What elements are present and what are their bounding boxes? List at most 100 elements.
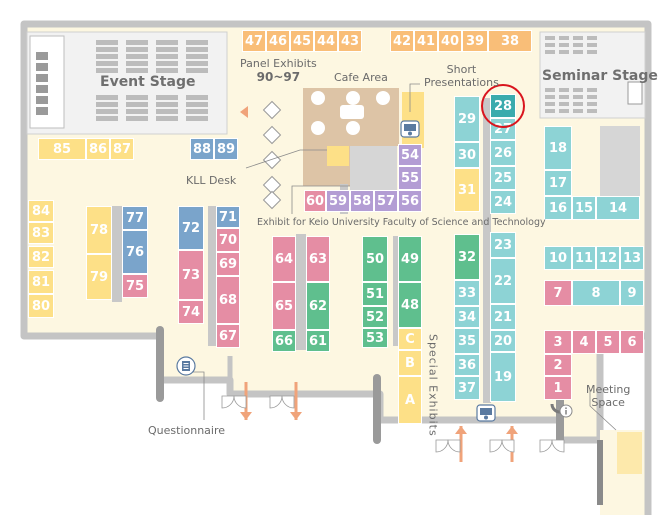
booth-44[interactable]: 44: [314, 30, 338, 52]
aisle-divider: [296, 234, 306, 350]
booth-5[interactable]: 5: [596, 330, 620, 354]
booth-41[interactable]: 41: [414, 30, 438, 52]
booth-12[interactable]: 12: [596, 246, 620, 270]
booth-87[interactable]: 87: [110, 138, 134, 160]
booth-39[interactable]: 39: [462, 30, 488, 52]
aisle-divider: [483, 98, 491, 403]
booth-49[interactable]: 49: [398, 236, 422, 282]
booth-62[interactable]: 62: [306, 282, 330, 330]
booth-76[interactable]: 76: [122, 230, 148, 274]
booth-66[interactable]: 66: [272, 330, 296, 352]
booth-61[interactable]: 61: [306, 330, 330, 352]
booth-17[interactable]: 17: [544, 170, 572, 196]
booth-51[interactable]: 51: [362, 282, 388, 306]
booth-83[interactable]: 83: [28, 222, 54, 244]
booth-21[interactable]: 21: [490, 304, 516, 330]
booth-73[interactable]: 73: [178, 250, 204, 300]
booth-52[interactable]: 52: [362, 306, 388, 328]
booth-81[interactable]: 81: [28, 270, 54, 294]
booth-50[interactable]: 50: [362, 236, 388, 282]
booth-6[interactable]: 6: [620, 330, 644, 354]
booth-35[interactable]: 35: [454, 328, 480, 354]
booth-55[interactable]: 55: [398, 166, 422, 190]
booth-64[interactable]: 64: [272, 236, 296, 282]
booth-16[interactable]: 16: [544, 196, 572, 220]
booth-79[interactable]: 79: [86, 254, 112, 300]
booth-56[interactable]: 56: [398, 190, 422, 212]
booth-45[interactable]: 45: [290, 30, 314, 52]
booth-63[interactable]: 63: [306, 236, 330, 282]
booth-70[interactable]: 70: [216, 228, 240, 252]
seminar-podium: [627, 81, 643, 105]
booth-75[interactable]: 75: [122, 274, 148, 298]
booth-54[interactable]: 54: [398, 144, 422, 166]
booth-40[interactable]: 40: [438, 30, 462, 52]
booth-65[interactable]: 65: [272, 282, 296, 330]
booth-36[interactable]: 36: [454, 354, 480, 376]
booth-b[interactable]: B: [398, 350, 422, 376]
booth-43[interactable]: 43: [338, 30, 362, 52]
booth-60[interactable]: 60: [304, 190, 326, 212]
booth-25[interactable]: 25: [490, 166, 516, 190]
booth-31[interactable]: 31: [454, 168, 480, 212]
door-swing: [501, 439, 515, 453]
booth-15[interactable]: 15: [572, 196, 596, 220]
booth-57[interactable]: 57: [374, 190, 398, 212]
leader-short-presentations: [409, 83, 420, 112]
booth-22[interactable]: 22: [490, 258, 516, 304]
booth-24[interactable]: 24: [490, 190, 516, 214]
booth-77[interactable]: 77: [122, 206, 148, 230]
booth-30[interactable]: 30: [454, 142, 480, 168]
booth-53[interactable]: 53: [362, 328, 388, 348]
booth-86[interactable]: 86: [86, 138, 110, 160]
booth-9[interactable]: 9: [620, 280, 644, 306]
booth-74[interactable]: 74: [178, 300, 204, 324]
seminar-seat: [559, 109, 569, 113]
booth-78[interactable]: 78: [86, 206, 112, 254]
booth-84[interactable]: 84: [28, 200, 54, 222]
booth-26[interactable]: 26: [490, 140, 516, 166]
booth-11[interactable]: 11: [572, 246, 596, 270]
aisle-divider: [112, 206, 122, 302]
event-seat-row: [186, 102, 208, 107]
booth-7[interactable]: 7: [544, 280, 572, 306]
booth-69[interactable]: 69: [216, 252, 240, 276]
leader-questionnaire: [190, 371, 205, 420]
booth-68[interactable]: 68: [216, 276, 240, 324]
booth-38[interactable]: 38: [488, 30, 532, 52]
booth-59[interactable]: 59: [326, 190, 350, 212]
booth-67[interactable]: 67: [216, 324, 240, 348]
booth-89[interactable]: 89: [214, 138, 238, 160]
booth-82[interactable]: 82: [28, 246, 54, 268]
booth-8[interactable]: 8: [572, 280, 620, 306]
booth-32[interactable]: 32: [454, 234, 480, 280]
panel-pointer-arrow: [240, 106, 248, 118]
booth-18[interactable]: 18: [544, 126, 572, 170]
booth-29[interactable]: 29: [454, 96, 480, 142]
booth-2[interactable]: 2: [544, 354, 572, 376]
booth-3[interactable]: 3: [544, 330, 572, 354]
booth-33[interactable]: 33: [454, 280, 480, 306]
booth-80[interactable]: 80: [28, 294, 54, 318]
booth-23[interactable]: 23: [490, 232, 516, 258]
booth-88[interactable]: 88: [190, 138, 214, 160]
booth-c[interactable]: C: [398, 328, 422, 350]
booth-42[interactable]: 42: [390, 30, 414, 52]
booth-85[interactable]: 85: [38, 138, 86, 160]
booth-46[interactable]: 46: [266, 30, 290, 52]
booth-48[interactable]: 48: [398, 282, 422, 328]
booth-4[interactable]: 4: [572, 330, 596, 354]
booth-34[interactable]: 34: [454, 306, 480, 328]
booth-10[interactable]: 10: [544, 246, 572, 270]
booth-47[interactable]: 47: [242, 30, 266, 52]
booth-71[interactable]: 71: [216, 206, 240, 228]
booth-14[interactable]: 14: [596, 196, 640, 220]
booth-58[interactable]: 58: [350, 190, 374, 212]
booth-20[interactable]: 20: [490, 330, 516, 352]
booth-72[interactable]: 72: [178, 206, 204, 250]
booth-1[interactable]: 1: [544, 376, 572, 400]
booth-19[interactable]: 19: [490, 352, 516, 402]
booth-37[interactable]: 37: [454, 376, 480, 400]
booth-a[interactable]: A: [398, 376, 422, 424]
booth-13[interactable]: 13: [620, 246, 644, 270]
